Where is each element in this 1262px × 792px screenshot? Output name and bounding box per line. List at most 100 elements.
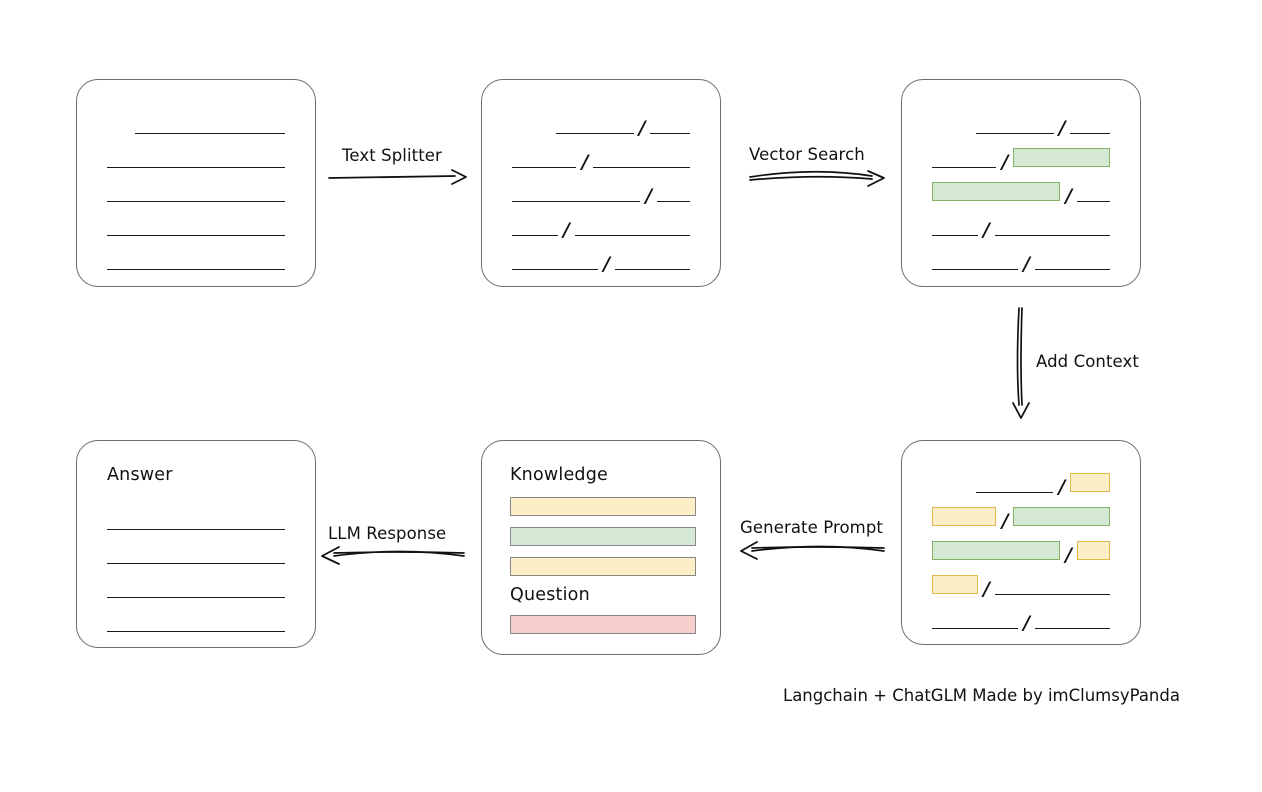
text-line-segment — [512, 167, 577, 168]
text-line-segment — [107, 201, 285, 202]
chunk-separator-slash: / — [603, 253, 610, 275]
text-line-segment — [976, 492, 1054, 493]
text-line-segment — [932, 628, 1019, 629]
knowledge-bar-1 — [510, 497, 696, 516]
text-line-segment — [512, 201, 641, 202]
context-added-box[interactable]: / / / / / — [901, 440, 1141, 645]
text-line-segment — [593, 167, 690, 168]
highlighted-chunk-green — [932, 181, 1061, 201]
highlighted-chunk-green — [932, 540, 1060, 560]
document-row — [77, 537, 315, 571]
text-line-segment — [135, 133, 285, 134]
chunk-separator-slash: / — [581, 151, 589, 173]
split-chunks-box[interactable]: ///// — [481, 79, 721, 287]
chunk-separator-slash: / — [638, 117, 646, 139]
chunk-separator-slash: / — [1001, 151, 1009, 173]
document-row: / — [482, 175, 720, 209]
document-row — [77, 605, 315, 639]
vector-matched-box[interactable]: / / / / / — [901, 79, 1141, 287]
text-line-segment — [650, 133, 690, 134]
document-row: / — [902, 500, 1140, 534]
document-row: / — [902, 175, 1140, 209]
text-line-segment — [512, 235, 558, 236]
text-line-segment — [107, 167, 285, 168]
chunk-separator-slash: / — [1023, 612, 1030, 634]
text-line-segment — [1070, 133, 1110, 134]
edge-label-text-splitter: Text Splitter — [342, 146, 442, 165]
text-line-segment — [614, 269, 690, 270]
highlighted-chunk-green — [1013, 147, 1110, 167]
text-line-segment — [107, 563, 285, 564]
chunk-separator-slash: / — [982, 219, 990, 241]
highlighted-chunk-yellow — [1070, 472, 1110, 492]
knowledge-label: Knowledge — [510, 465, 608, 485]
answer-box[interactable]: Answer — [76, 440, 316, 648]
document-row — [77, 141, 315, 175]
document-row: / — [902, 534, 1140, 568]
source-document-rows — [77, 107, 315, 277]
chunk-separator-slash: / — [1058, 476, 1066, 498]
document-row — [77, 243, 315, 277]
document-row: / — [902, 568, 1140, 602]
text-line-segment — [107, 529, 285, 530]
text-line-segment — [932, 167, 997, 168]
document-row — [77, 571, 315, 605]
text-line-segment — [107, 597, 285, 598]
chunk-separator-slash: / — [1023, 253, 1030, 275]
text-line-segment — [556, 133, 634, 134]
edge-label-vector-search: Vector Search — [749, 145, 865, 164]
document-row: / — [902, 466, 1140, 500]
edge-label-add-context: Add Context — [1036, 352, 1139, 371]
split-chunks-rows: ///// — [482, 107, 720, 277]
document-row: / — [902, 141, 1140, 175]
text-line-segment — [512, 269, 599, 270]
text-line-segment — [976, 133, 1054, 134]
document-row — [77, 107, 315, 141]
arrow-generate-prompt — [740, 541, 885, 560]
chunk-separator-slash: / — [1065, 185, 1073, 207]
document-row: / — [902, 107, 1140, 141]
text-line-segment — [1077, 201, 1110, 202]
chunk-separator-slash: / — [1065, 544, 1072, 566]
edge-label-llm-response: LLM Response — [328, 524, 447, 543]
chunk-separator-slash: / — [982, 578, 990, 600]
chunk-separator-slash: / — [1001, 510, 1009, 532]
source-document-box[interactable] — [76, 79, 316, 287]
text-line-segment — [932, 235, 978, 236]
document-row: / — [482, 141, 720, 175]
edge-label-generate-prompt: Generate Prompt — [740, 518, 883, 537]
footer-credit: Langchain + ChatGLM Made by imClumsyPand… — [783, 686, 1180, 705]
answer-rows — [77, 503, 315, 639]
arrow-llm-response — [321, 546, 465, 565]
knowledge-bar-2 — [510, 527, 696, 546]
arrow-text-splitter — [328, 169, 467, 185]
text-line-segment — [574, 235, 690, 236]
chunk-separator-slash: / — [645, 185, 653, 207]
question-label: Question — [510, 585, 590, 605]
document-row: / — [902, 602, 1140, 636]
document-row — [77, 209, 315, 243]
vector-matched-rows: / / / / / — [902, 107, 1140, 277]
document-row: / — [482, 209, 720, 243]
knowledge-bar-3 — [510, 557, 696, 576]
text-line-segment — [657, 201, 690, 202]
document-row: / — [902, 243, 1140, 277]
prompt-panel-box[interactable]: Knowledge Question — [481, 440, 721, 655]
text-line-segment — [994, 235, 1110, 236]
text-line-segment — [107, 631, 285, 632]
text-line-segment — [1034, 269, 1110, 270]
highlighted-chunk-yellow — [932, 506, 997, 526]
text-line-segment — [107, 269, 285, 270]
chunk-separator-slash: / — [1058, 117, 1066, 139]
context-added-rows: / / / / / — [902, 466, 1140, 636]
answer-title: Answer — [107, 465, 173, 485]
document-row: / — [482, 243, 720, 277]
document-row — [77, 503, 315, 537]
text-line-segment — [994, 594, 1110, 595]
text-line-segment — [1034, 628, 1110, 629]
highlighted-chunk-green — [1013, 506, 1110, 526]
question-bar-1 — [510, 615, 696, 634]
document-row: / — [482, 107, 720, 141]
document-row: / — [902, 209, 1140, 243]
